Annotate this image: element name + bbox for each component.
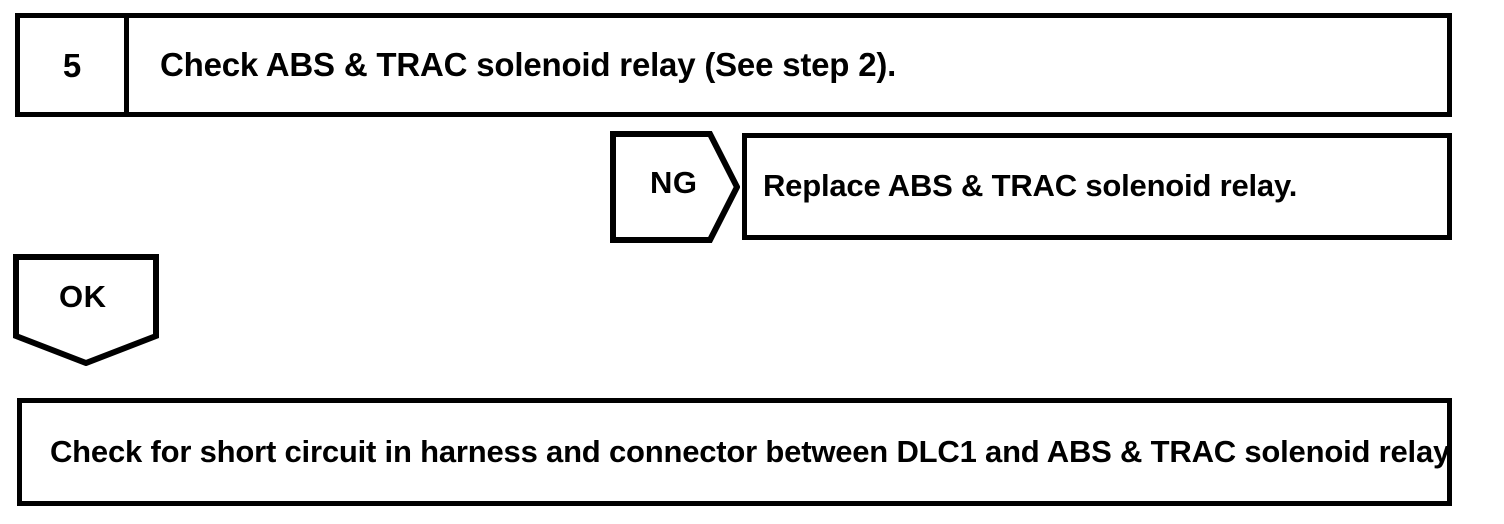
step-number-cell: 5 [20,18,129,112]
step-instruction-cell: Check ABS & TRAC solenoid relay (See ste… [134,18,1447,112]
ng-branch-arrow-icon [610,131,740,243]
step-number-label: 5 [62,46,82,84]
ng-branch-label: NG [650,165,698,200]
step-row-5: 5 Check ABS & TRAC solenoid relay (See s… [15,13,1452,117]
ng-result-box: Replace ABS & TRAC solenoid relay. [742,133,1452,240]
ng-result-label: Replace ABS & TRAC solenoid relay. [763,168,1298,204]
next-step-label: Check for short circuit in harness and c… [50,433,1451,469]
ok-branch-label: OK [59,279,107,314]
ok-branch-arrow-icon [13,254,159,366]
next-step-box: Check for short circuit in harness and c… [17,398,1452,506]
step-instruction-label: Check ABS & TRAC solenoid relay (See ste… [160,45,897,83]
